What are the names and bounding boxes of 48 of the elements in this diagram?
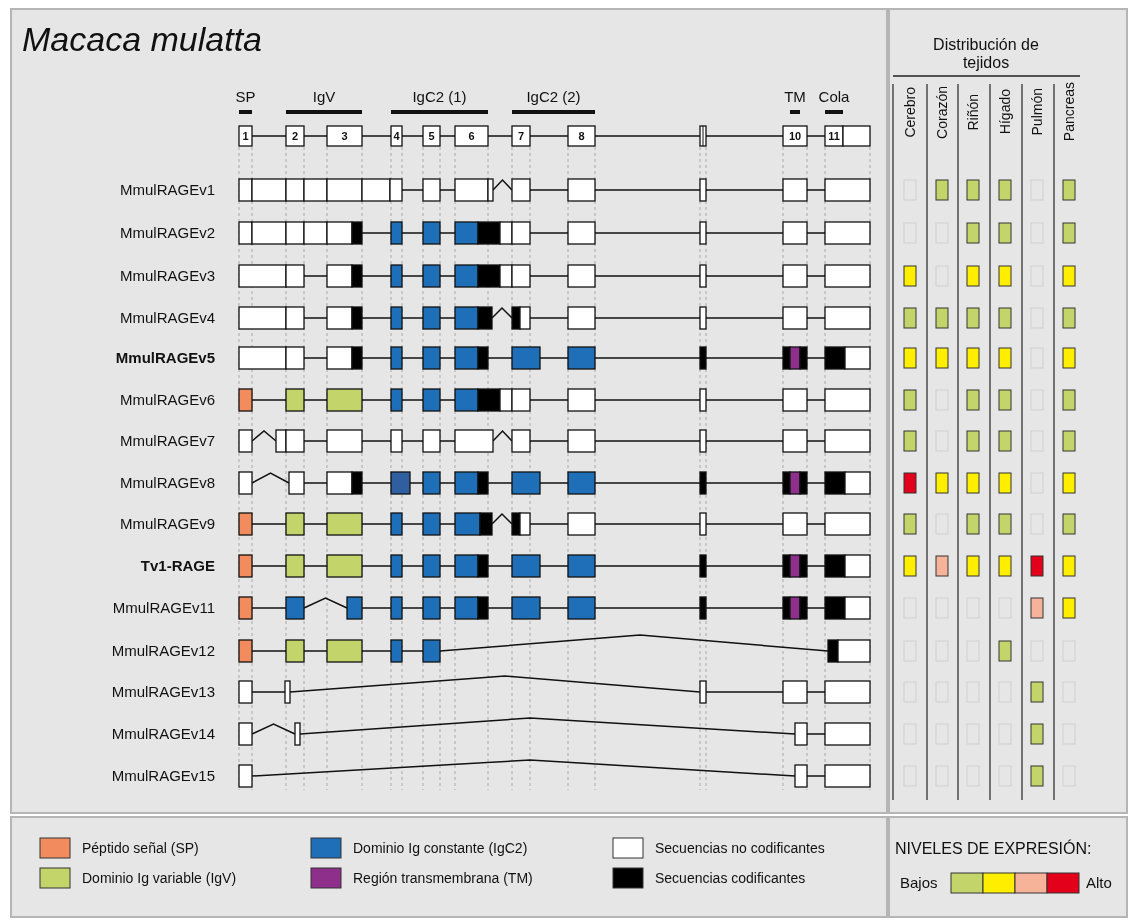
transcript-name: MmulRAGEv3 bbox=[119, 267, 215, 285]
column-header: Hígado bbox=[996, 89, 1014, 135]
transcript-name: MmulRAGEv15 bbox=[111, 767, 215, 785]
transcript-name: MmulRAGEv5 bbox=[115, 349, 215, 367]
domain-label: Cola bbox=[818, 88, 850, 106]
legend-label: Péptido señal (SP) bbox=[82, 839, 199, 857]
scale-heading: NIVELES DE EXPRESIÓN: bbox=[895, 839, 1092, 859]
domain-label: TM bbox=[784, 88, 806, 106]
transcript-name: MmulRAGEv6 bbox=[119, 391, 215, 409]
legend-label: Secuencias codificantes bbox=[655, 869, 806, 887]
domain-label: SP bbox=[235, 88, 256, 106]
scale-label: Bajos bbox=[900, 874, 938, 892]
exon-number: 10 bbox=[788, 129, 802, 143]
exon-number: 11 bbox=[828, 129, 840, 143]
diagram-title: Macaca mulatta bbox=[22, 20, 262, 60]
scale-label: Alto bbox=[1086, 874, 1112, 892]
transcript-name: MmulRAGEv13 bbox=[111, 683, 215, 701]
legend-label: Dominio Ig variable (IgV) bbox=[82, 869, 237, 887]
exon-number: 5 bbox=[428, 129, 435, 143]
exon-number: 3 bbox=[341, 129, 348, 143]
domain-label: IgV bbox=[312, 88, 336, 106]
exon-number: 8 bbox=[578, 129, 585, 143]
transcript-name: Tv1-RAGE bbox=[140, 557, 215, 575]
transcript-name: MmulRAGEv12 bbox=[111, 642, 215, 660]
legend-label: Dominio Ig constante (IgC2) bbox=[353, 839, 528, 857]
legend-label: Secuencias no codificantes bbox=[655, 839, 825, 857]
exon-number: 2 bbox=[291, 129, 299, 143]
transcript-name: MmulRAGEv8 bbox=[119, 474, 215, 492]
transcript-name: MmulRAGEv11 bbox=[112, 599, 215, 617]
transcript-name: MmulRAGEv1 bbox=[119, 181, 215, 199]
exon-number: 7 bbox=[517, 129, 525, 143]
exon-number: 1 bbox=[242, 129, 249, 143]
exon-number: 6 bbox=[468, 129, 475, 143]
legend-label: Región transmembrana (TM) bbox=[353, 869, 533, 887]
transcript-name: MmulRAGEv2 bbox=[119, 224, 215, 242]
exon-number: 4 bbox=[393, 129, 400, 143]
transcript-name: MmulRAGEv4 bbox=[119, 309, 215, 327]
domain-label: IgC2 (1) bbox=[412, 88, 467, 106]
column-header: Cerebro bbox=[901, 86, 919, 138]
column-header: Riñón bbox=[964, 93, 982, 131]
transcript-name: MmulRAGEv7 bbox=[119, 432, 215, 450]
column-header: Pulmón bbox=[1028, 88, 1046, 136]
domain-label: IgC2 (2) bbox=[526, 88, 581, 106]
table-heading: Distribución de tejidos bbox=[932, 35, 1040, 73]
transcript-name: MmulRAGEv9 bbox=[119, 515, 215, 533]
column-header: Pancreas bbox=[1060, 82, 1078, 142]
transcript-name: MmulRAGEv14 bbox=[111, 725, 215, 743]
column-header: Corazón bbox=[933, 85, 951, 139]
